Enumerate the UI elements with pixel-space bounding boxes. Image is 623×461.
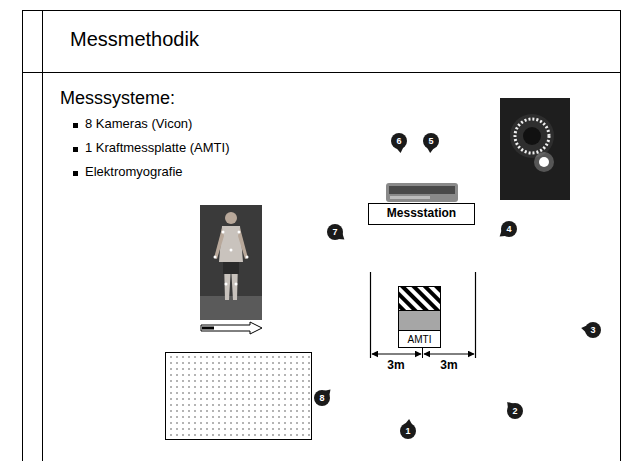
- callout-disc: [327, 224, 343, 240]
- camera-photo: [500, 98, 570, 200]
- margin-rule: [42, 10, 43, 461]
- callout-marker: [500, 221, 517, 237]
- section-heading: Messsysteme:: [60, 88, 175, 109]
- callout-number: 5: [428, 137, 433, 146]
- bullet-square: [73, 171, 78, 176]
- callout-number: 8: [319, 394, 324, 403]
- callout-number: 4: [506, 225, 511, 234]
- callout-marker: [581, 322, 601, 338]
- dimension-arrow: [372, 354, 421, 355]
- bullet-square: [73, 147, 78, 152]
- box-label: Messstation: [387, 207, 456, 220]
- force-plate-box: AMTI: [398, 330, 441, 348]
- dimension-label: 3m: [387, 359, 404, 373]
- callout-number: 1: [405, 427, 410, 436]
- dimension-label: 3m: [440, 359, 457, 373]
- station-box: Messstation: [368, 203, 475, 225]
- callout-number: 2: [512, 407, 517, 416]
- slide-frame: [23, 11, 621, 461]
- bullet-item: 8 Kameras (Vicon): [85, 117, 192, 132]
- callout-disc: [501, 221, 517, 237]
- callout-disc: [400, 423, 416, 439]
- callout-disc: [507, 403, 523, 419]
- callout-number: 7: [332, 228, 337, 237]
- slide-title: Messmethodik: [70, 28, 199, 51]
- title-rule: [22, 72, 621, 73]
- callout-disc: [391, 133, 407, 149]
- subject-photo: [200, 205, 262, 320]
- callout-marker: [391, 133, 407, 153]
- walking-direction-arrow: [201, 322, 262, 334]
- bullet-square: [73, 123, 78, 128]
- callout-marker: [400, 419, 416, 439]
- walking-direction-arrow: [202, 327, 214, 330]
- callout-marker: [507, 402, 523, 419]
- box-label: AMTI: [408, 334, 432, 345]
- hatched-plate: [399, 287, 441, 311]
- callout-number: 3: [590, 326, 595, 335]
- callout-number: 6: [396, 137, 401, 146]
- walkway-mat: [166, 353, 312, 440]
- lane-boundary: [475, 272, 476, 358]
- bullet-item: Elektromyografie: [85, 165, 183, 180]
- callout-marker: [327, 224, 344, 240]
- callout-marker: [314, 390, 330, 406]
- callout-disc: [314, 390, 330, 406]
- dimension-arrow: [424, 354, 474, 355]
- dimension-tick: [422, 348, 423, 358]
- bullet-item: 1 Kraftmessplatte (AMTI): [85, 141, 229, 156]
- callout-disc: [585, 322, 601, 338]
- callout-marker: [423, 133, 439, 153]
- lane-boundary: [370, 272, 371, 358]
- grey-plate: [399, 311, 441, 331]
- control-unit-image: [386, 183, 458, 202]
- callout-disc: [423, 133, 439, 149]
